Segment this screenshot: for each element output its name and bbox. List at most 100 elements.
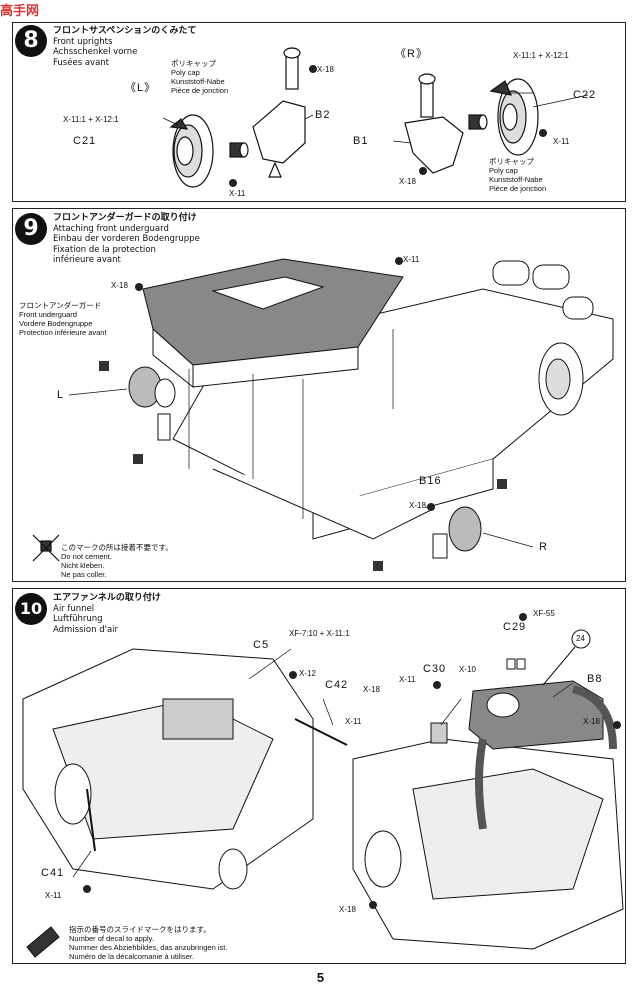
paint-x10: X-10 [459, 665, 476, 674]
step-number: 8 [15, 25, 47, 57]
title-de: Achsschenkel vorne [53, 47, 138, 57]
screw-icon [539, 129, 547, 137]
left-upright [252, 47, 306, 178]
screw-icon [135, 283, 143, 291]
part-c42: C42 [325, 679, 349, 691]
left-upright-assembly [128, 366, 176, 441]
step-number: 10 [15, 593, 47, 625]
right-polycap [468, 114, 488, 130]
part-c30: C30 [423, 663, 447, 675]
title-en: Front uprights [53, 36, 113, 47]
paint-x18-b: X-18 [409, 501, 426, 510]
step-title: エアファンネルの取り付け Air funnel Luftführung Admi… [53, 593, 161, 635]
part-c22: C22 [573, 89, 597, 101]
paint-x18-b: X-18 [583, 717, 600, 726]
paint-x11-b: X-11 [45, 891, 62, 900]
paint-x18-c: X-18 [339, 905, 356, 914]
screw-icon [309, 65, 317, 73]
step-10-panel: 10 エアファンネルの取り付け Air funnel Luftführung A… [12, 588, 626, 964]
left-chassis [22, 648, 314, 890]
title-jp: エアファンネルの取り付け [53, 593, 161, 603]
step-title: フロントアンダーガードの取り付け Attaching front undergu… [53, 213, 200, 266]
step-9-panel: 9 フロントアンダーガードの取り付け Attaching front under… [12, 208, 626, 582]
part-c29: C29 [503, 621, 527, 633]
c42-rod [294, 718, 348, 746]
part-b2: B2 [315, 109, 331, 121]
paint-x18-left: X-18 [317, 65, 334, 74]
step-number: 9 [15, 213, 47, 245]
title-fr: Fusées avant [53, 57, 109, 68]
right-upright [404, 73, 464, 174]
paint-xf55: XF-55 [533, 609, 555, 618]
paint-x11-c: X-11 [399, 675, 416, 684]
step-10-diagram [22, 613, 624, 958]
part-b8: B8 [587, 673, 603, 685]
paint-x18-right: X-18 [399, 177, 416, 186]
paint-x18: X-18 [111, 281, 128, 290]
polycap-icon [99, 361, 507, 571]
right-chassis [352, 738, 624, 950]
left-brake-disc [169, 114, 214, 188]
watermark-logo: 高手网 [0, 4, 40, 19]
screw-icon [433, 681, 441, 689]
paint-x11-a: X-11 [345, 717, 362, 726]
title-de: Einbau der vorderen Bodengruppe [53, 234, 200, 244]
paint-x11-right: X-11 [553, 137, 570, 146]
paint-x11: X-11 [403, 255, 420, 264]
page-number: 5 [316, 970, 325, 985]
part-c5: C5 [253, 639, 270, 651]
screw-icon [229, 179, 237, 187]
side-right-label: 《R》 [395, 48, 428, 60]
polycap-right-label: ポリキャップ Poly cap Kunststoff-Nabe Pièce de… [489, 157, 547, 193]
title-fr-1: Fixation de la protection [53, 244, 156, 255]
title-jp: フロントサスペンションのくみたて [53, 26, 197, 36]
screw-icon [427, 503, 435, 511]
decal-arrow-icon [26, 926, 60, 958]
screw-icon [519, 613, 527, 621]
decal-number: 24 [576, 634, 585, 643]
paint-xf-mix: XF-7:10 + X-11:1 [289, 629, 350, 638]
paint-x11-12-right: X-11:1 + X-12:1 [513, 51, 569, 60]
left-polycap [229, 142, 249, 158]
c29-part [506, 658, 526, 670]
part-r: R [539, 541, 548, 553]
c30-part [430, 722, 448, 744]
paint-x18-a: X-18 [363, 685, 380, 694]
decal-note: 指示の番号のスライドマークをはります。 Number of decal to a… [69, 925, 228, 961]
right-brake-disc [489, 78, 539, 156]
polycap-left-label: ポリキャップ Poly cap Kunststoff-Nabe Pièce de… [171, 59, 229, 95]
paint-x11-12-left: X-11:1 + X-12:1 [63, 115, 119, 124]
paint-x12: X-12 [299, 669, 316, 678]
title-en: Attaching front underguard [53, 223, 169, 234]
c41-rod [86, 788, 96, 852]
do-not-cement-icon [32, 534, 60, 562]
front-underguard-label: フロントアンダーガード Front underguard Vordere Bod… [19, 301, 107, 337]
step-9-diagram [32, 257, 614, 571]
cement-note: このマークの所は接着不要です。 Do not cement. Nicht kle… [61, 543, 173, 579]
screw-icon [369, 901, 377, 909]
part-c21: C21 [73, 135, 97, 147]
step-8-diagram [162, 47, 589, 188]
front-underguard [142, 258, 404, 389]
title-fr: Admission d'air [53, 624, 119, 635]
screw-icon [419, 167, 427, 175]
paint-x11-left: X-11 [229, 189, 246, 198]
step-title: フロントサスペンションのくみたて Front uprights Achssche… [53, 26, 197, 68]
part-b16: B16 [419, 475, 442, 487]
screw-icon [395, 257, 403, 265]
screw-icon [83, 885, 91, 893]
decal-marker-icon [542, 629, 591, 686]
air-funnel-b8 [468, 680, 617, 830]
title-jp: フロントアンダーガードの取り付け [53, 213, 197, 223]
title-en: Air funnel [53, 603, 95, 614]
screw-icon [289, 671, 297, 679]
part-c41: C41 [41, 867, 65, 879]
title-fr-2: inférieure avant [53, 255, 121, 265]
part-l: L [57, 389, 65, 401]
part-b1: B1 [353, 135, 369, 147]
right-upright-assembly [432, 506, 482, 559]
screw-icon [613, 721, 621, 729]
rear-assembly [492, 260, 594, 416]
title-de: Luftführung [53, 614, 103, 624]
step-8-panel: 8 フロントサスペンションのくみたて Front uprights Achssc… [12, 22, 626, 202]
